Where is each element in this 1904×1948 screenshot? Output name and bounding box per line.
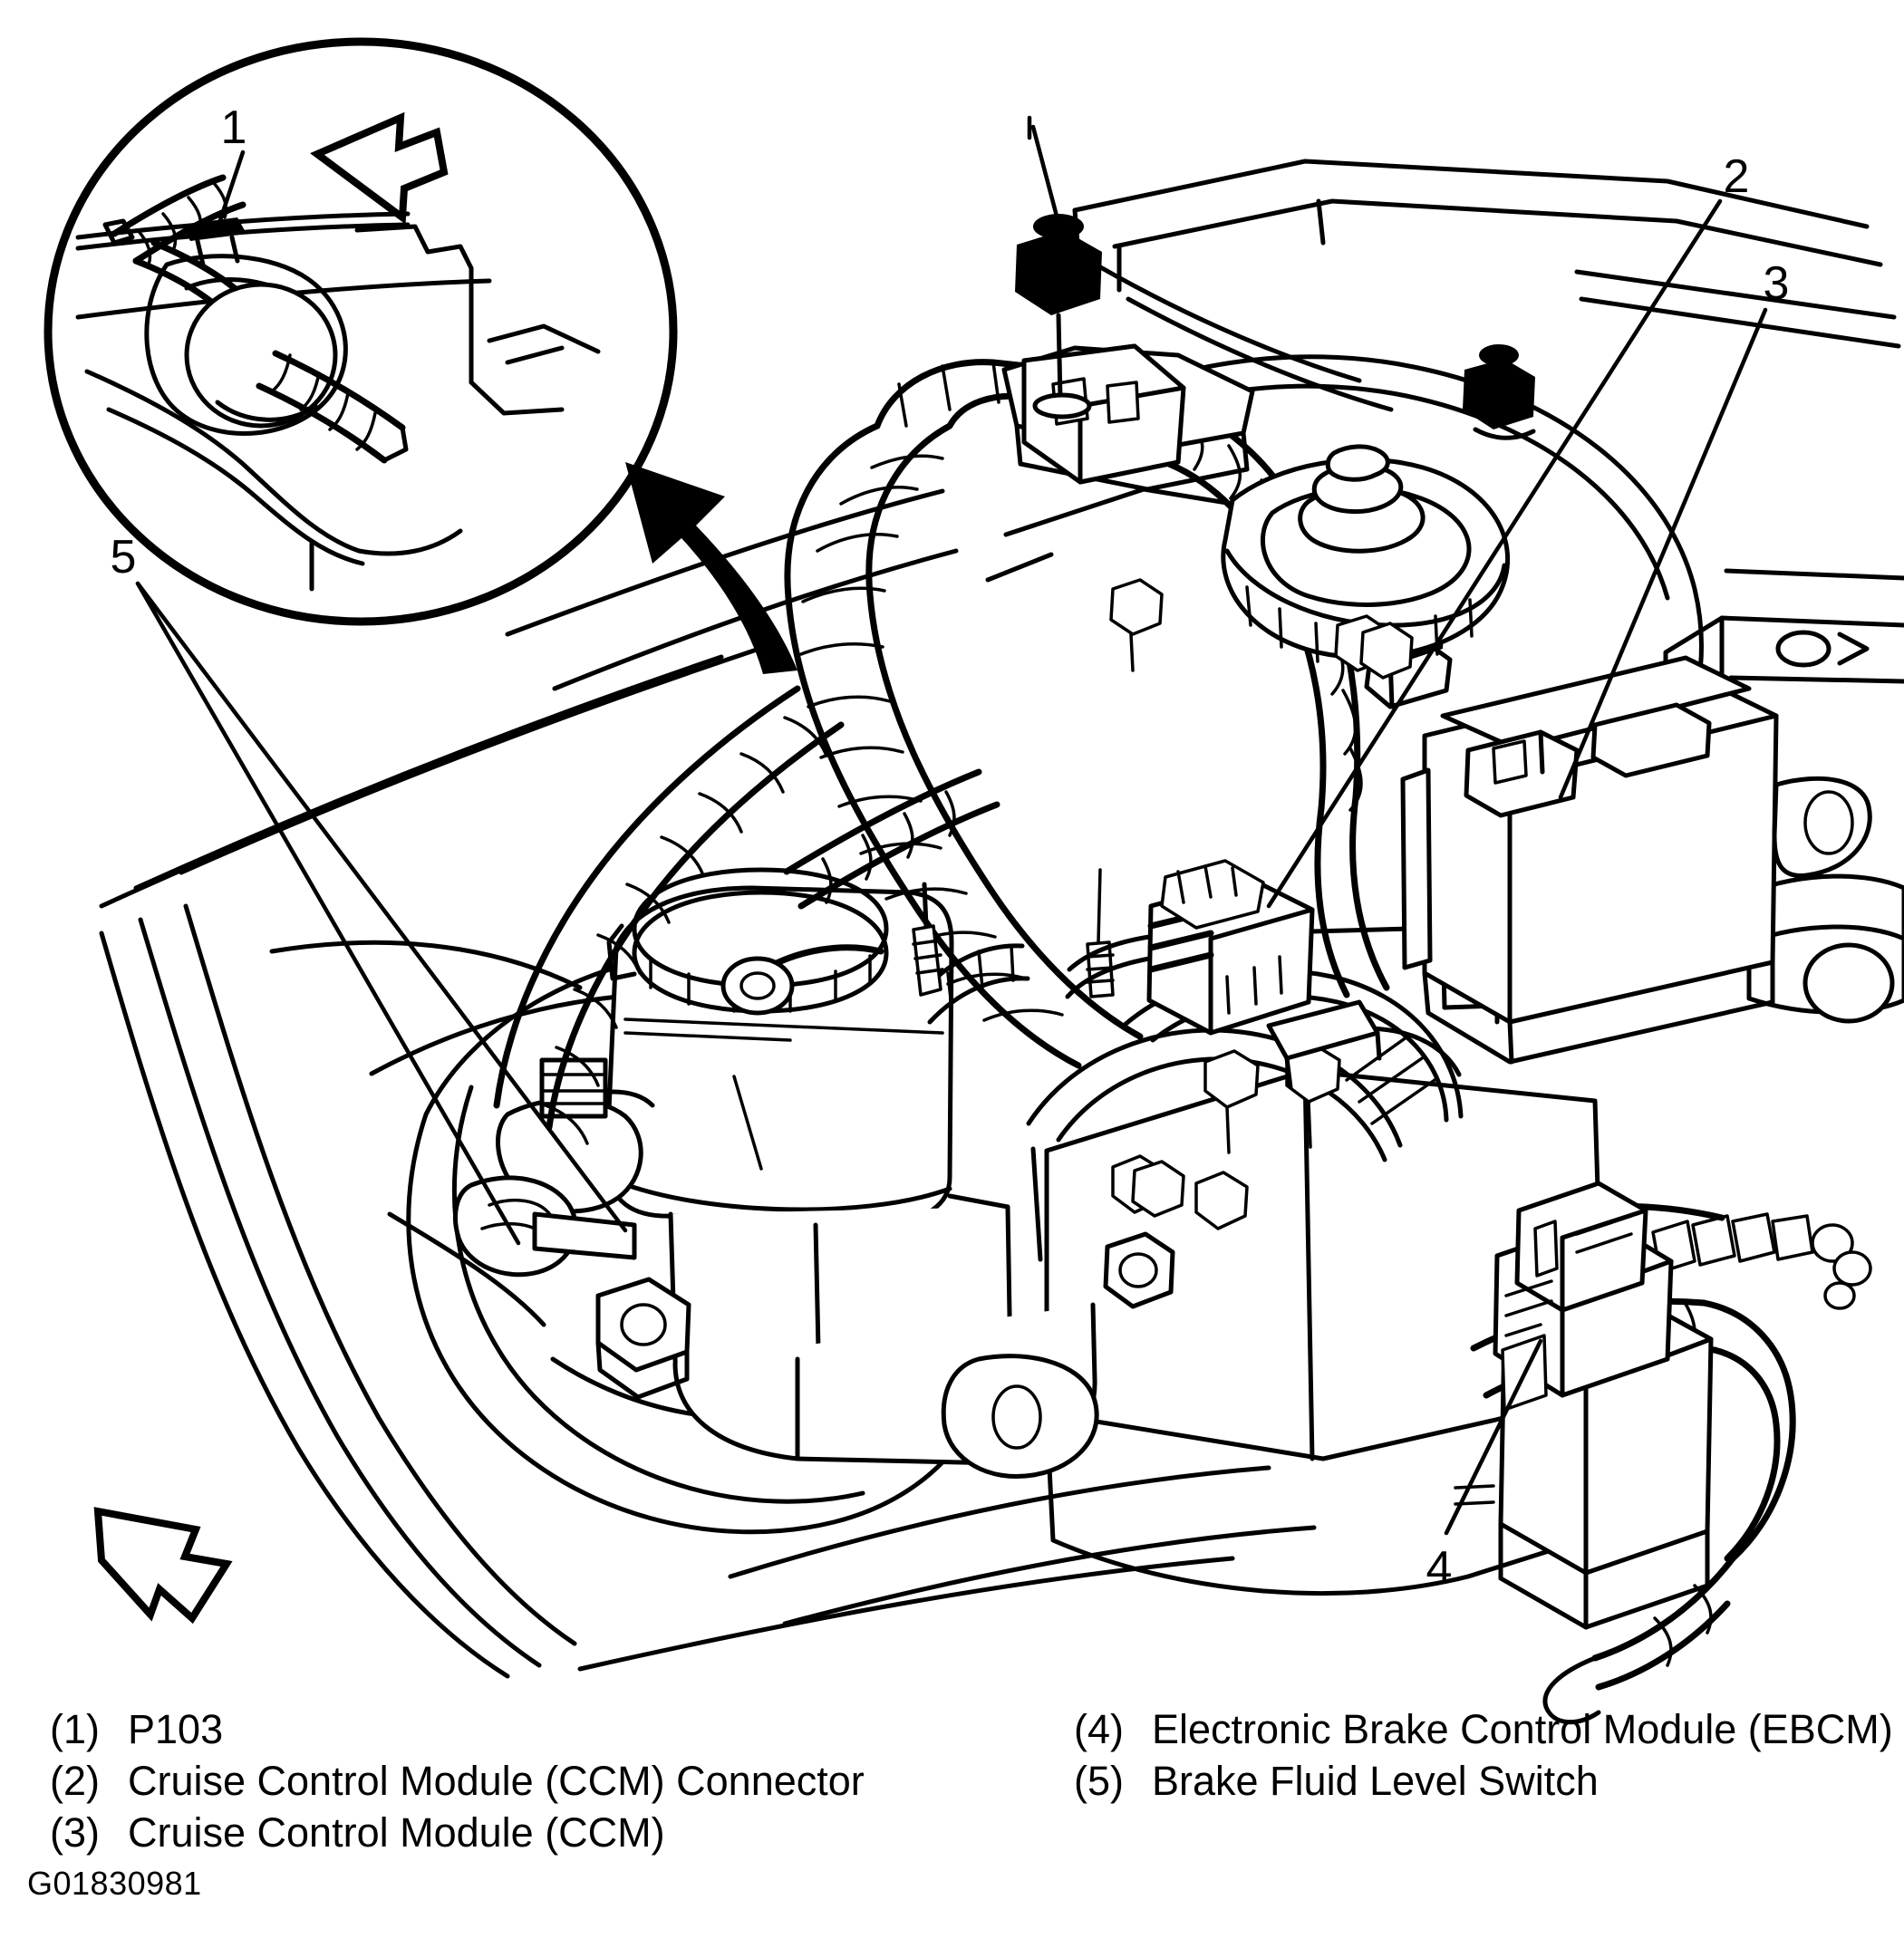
callout-number-2: 2 <box>1724 150 1750 203</box>
fasteners <box>912 344 1536 1309</box>
cruise-control-module-connector <box>1065 859 1500 1036</box>
figure-id-code: G01830981 <box>27 1865 202 1902</box>
view-direction-block-arrow <box>93 1507 233 1625</box>
callout-leaders <box>135 115 1768 1536</box>
legend-item-1: (1) P103 <box>50 1703 956 1755</box>
legend-number-3: (3) <box>50 1809 100 1856</box>
legend-item-4: (4) Electronic Brake Control Module (EBC… <box>1074 1703 1893 1755</box>
inset-detail-circle: 1 <box>43 37 678 626</box>
legend-item-5: (5) Brake Fluid Level Switch <box>1074 1755 1890 1807</box>
wiring-harness-corrugated-conduit <box>493 343 1872 1725</box>
legend: (1) P103 (2) Cruise Control Module (CCM)… <box>0 1703 1904 1885</box>
callout-number-1: 1 <box>221 101 247 154</box>
legend-label-5: Brake Fluid Level Switch <box>1152 1758 1599 1804</box>
callout-number-4: 4 <box>1426 1542 1453 1595</box>
electronic-brake-control-module <box>1454 1181 1714 1630</box>
legend-label-1: P103 <box>128 1706 224 1752</box>
legend-column-left: (1) P103 (2) Cruise Control Module (CCM)… <box>50 1703 956 1858</box>
legend-label-3: Cruise Control Module (CCM) <box>128 1809 665 1856</box>
p103-ground-stud <box>1015 214 1102 419</box>
legend-number-5: (5) <box>1074 1758 1124 1804</box>
legend-number-1: (1) <box>50 1706 100 1752</box>
cruise-control-module <box>1364 589 1872 1065</box>
callout-number-3: 3 <box>1764 257 1790 310</box>
legend-number-2: (2) <box>50 1758 100 1804</box>
brake-master-cylinder-reservoir <box>453 867 1099 1479</box>
legend-label-2: Cruise Control Module (CCM) Connector <box>128 1758 865 1804</box>
callout-number-5: 5 <box>111 531 137 583</box>
callout-numbers: 2 3 4 5 <box>111 150 1790 1595</box>
brake-lines <box>1026 969 1464 1262</box>
legend-label-4: Electronic Brake Control Module (EBCM) <box>1152 1706 1893 1752</box>
legend-item-3: (3) Cruise Control Module (CCM) <box>50 1807 956 1858</box>
legend-item-2: (2) Cruise Control Module (CCM) Connecto… <box>50 1755 956 1807</box>
legend-column-right: (4) Electronic Brake Control Module (EBC… <box>1074 1703 1893 1807</box>
legend-number-4: (4) <box>1074 1706 1124 1752</box>
curved-arrow-to-inset <box>625 462 797 674</box>
